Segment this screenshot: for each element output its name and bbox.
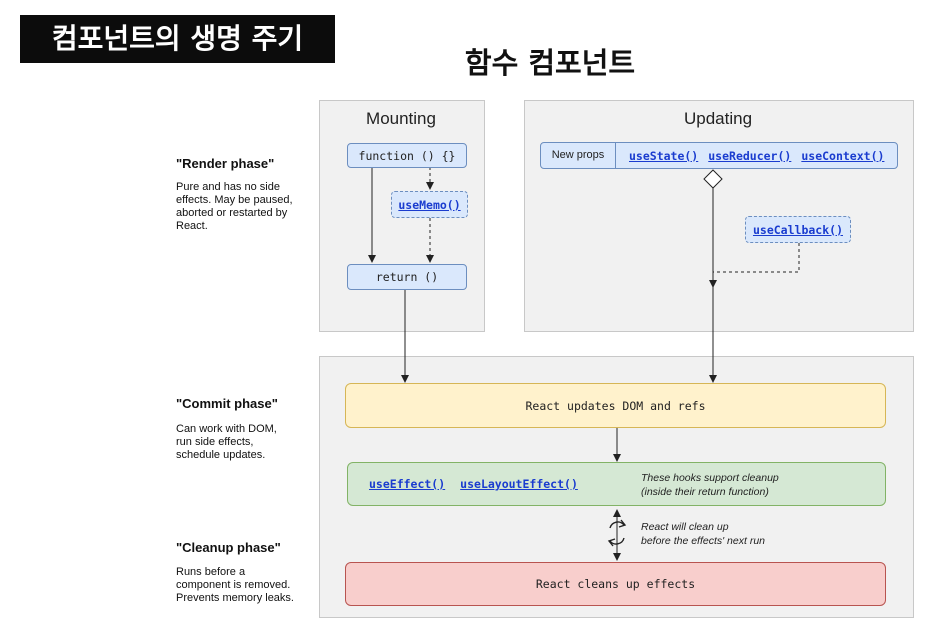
render-desc-line: aborted or restarted by [176, 207, 288, 219]
use-memo-link[interactable]: useMemo() [398, 197, 461, 212]
updating-title: Updating [683, 109, 753, 128]
note-line: These hooks support cleanup [641, 472, 779, 484]
function-box: function () {} [347, 143, 467, 168]
use-reducer-link[interactable]: useReducer() [708, 148, 792, 163]
note-line: React will clean up [641, 521, 729, 533]
cleanup-phase-title: "Cleanup phase" [176, 540, 281, 555]
use-effect-link[interactable]: useEffect() [369, 477, 446, 491]
note-line: (inside their return function) [641, 486, 769, 498]
cleanup-support-note: These hooks support cleanup (inside thei… [641, 471, 779, 499]
use-state-link[interactable]: useState() [629, 148, 699, 163]
use-callback-link[interactable]: useCallback() [752, 222, 843, 237]
use-memo-box: useMemo() [391, 191, 468, 218]
render-phase-desc: Pure and has no side effects. May be pau… [176, 181, 306, 233]
use-layout-effect-link[interactable]: useLayoutEffect() [460, 477, 578, 491]
commit-desc-line: run side effects, [176, 436, 254, 448]
flow-arrows [368, 167, 800, 561]
render-desc-line: Pure and has no side [176, 181, 280, 193]
return-box: return () [347, 264, 467, 290]
use-callback-box: useCallback() [745, 216, 851, 243]
commit-desc-line: schedule updates. [176, 449, 266, 461]
commit-desc-line: Can work with DOM, [176, 423, 277, 435]
render-phase-title: "Render phase" [176, 156, 275, 171]
react-cleans-up-box: React cleans up effects [345, 562, 886, 606]
react-updates-dom-box: React updates DOM and refs [345, 383, 886, 428]
render-desc-line: effects. May be paused, [176, 194, 293, 206]
new-props-box: New props useState() useReducer() useCon… [540, 142, 898, 169]
commit-phase-desc: Can work with DOM, run side effects, sch… [176, 423, 306, 462]
cleanup-desc-line: Runs before a [176, 566, 246, 578]
cleanup-desc-line: component is removed. [176, 579, 291, 591]
commit-phase-title: "Commit phase" [176, 396, 278, 411]
render-desc-line: React. [176, 220, 208, 232]
new-props-label: New props [541, 143, 616, 168]
lesson-title-badge: 컴포넌트의 생명 주기 [20, 15, 335, 63]
mounting-title: Mounting [366, 109, 436, 128]
rerun-note: React will clean up before the effects' … [641, 520, 765, 548]
effects-box: useEffect() useLayoutEffect() [347, 462, 886, 506]
use-context-link[interactable]: useContext() [801, 148, 885, 163]
refresh-icon [607, 519, 627, 547]
note-line: before the effects' next run [641, 535, 765, 547]
slide-heading: 함수 컴포넌트 [464, 46, 636, 80]
